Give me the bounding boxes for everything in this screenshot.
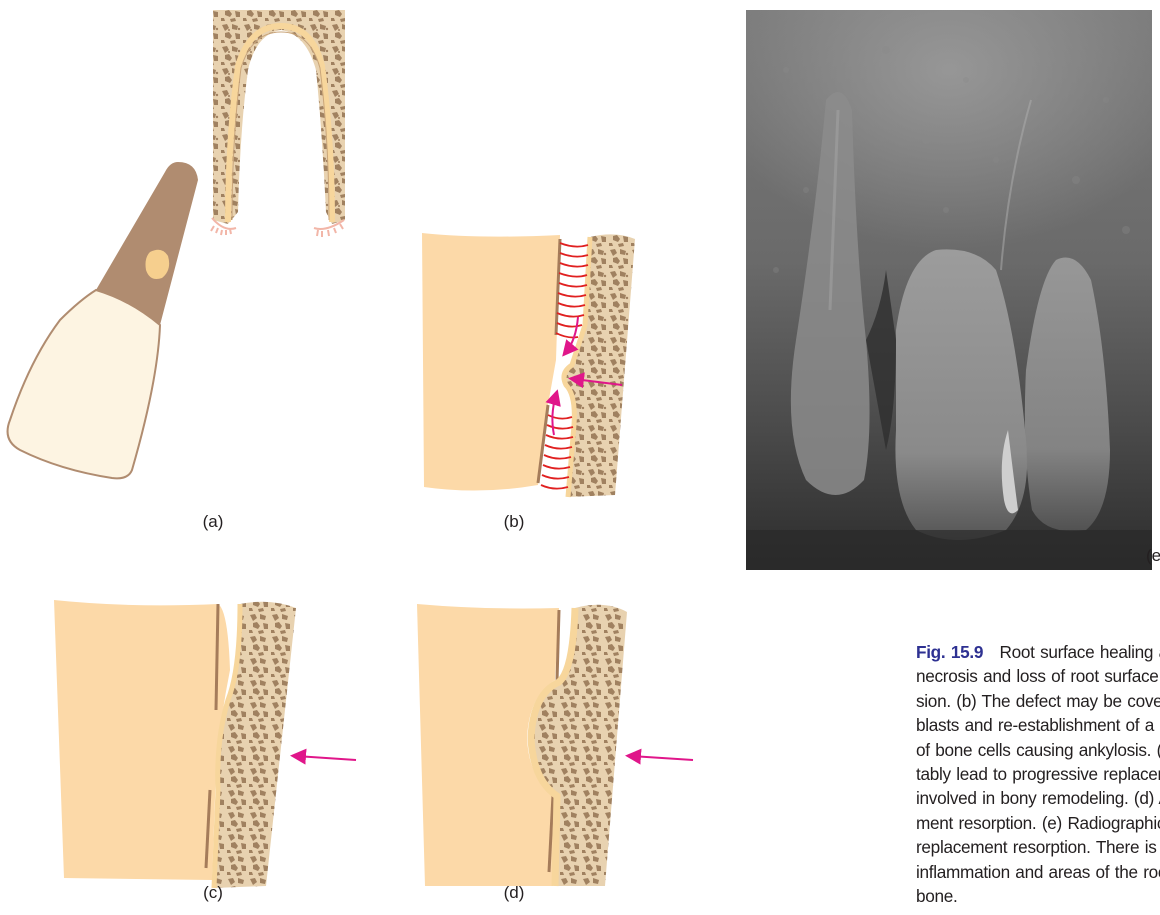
caption-line: tably lead to progressive replacement re… [916, 762, 1160, 786]
caption-line: inflammation and areas of the root are d… [916, 860, 1160, 884]
panel-d-label: (d) [504, 883, 525, 903]
panel-c-illustration [50, 590, 370, 890]
caption-line: necrosis and loss of root surface period… [916, 664, 1160, 688]
arrow-icon [552, 395, 556, 435]
radiograph-image [746, 10, 1152, 570]
alveolar-socket-illustration [211, 10, 345, 237]
panel-a-label: (a) [203, 512, 224, 532]
dentin [54, 600, 230, 880]
arrow-icon [631, 756, 693, 760]
panel-a-illustration [0, 0, 400, 500]
panel-b-label: (b) [504, 512, 525, 532]
caption-line: bone. [916, 884, 1160, 908]
caption-line: sion. (b) The defect may be covered by m… [916, 689, 1160, 713]
caption-line: ment resorption. (e) Radiographic appear… [916, 811, 1160, 835]
bone [564, 234, 635, 497]
dentin [422, 233, 560, 491]
figure-label: Fig. 15.9 [916, 642, 983, 662]
panel-a [0, 0, 400, 500]
figure-caption: Fig. 15.9 Root surface healing after too… [916, 640, 1160, 915]
radiograph-svg [746, 10, 1152, 570]
caption-line: Root surface healing after tooth avuls [983, 642, 1160, 662]
panel-d-illustration [405, 590, 705, 890]
panel-b-illustration [410, 225, 650, 505]
caption-line: involved in bony remodeling. (d) Area of… [916, 786, 1160, 810]
panel-e-label: (e) [1146, 546, 1160, 566]
caption-line: of bone cells causing ankylosis. (c) Loc… [916, 738, 1160, 762]
panel-b [410, 225, 650, 505]
panel-d [405, 590, 705, 890]
panel-c [50, 590, 370, 890]
caption-first-line: Fig. 15.9 Root surface healing after too… [916, 640, 1160, 664]
caption-line: replacement resorption. There is no bony… [916, 835, 1160, 859]
arrow-icon [296, 756, 356, 760]
panel-c-label: (c) [203, 883, 223, 903]
caption-line: blasts and re-establishment of a periodo… [916, 713, 1160, 737]
tooth-illustration [8, 162, 198, 478]
